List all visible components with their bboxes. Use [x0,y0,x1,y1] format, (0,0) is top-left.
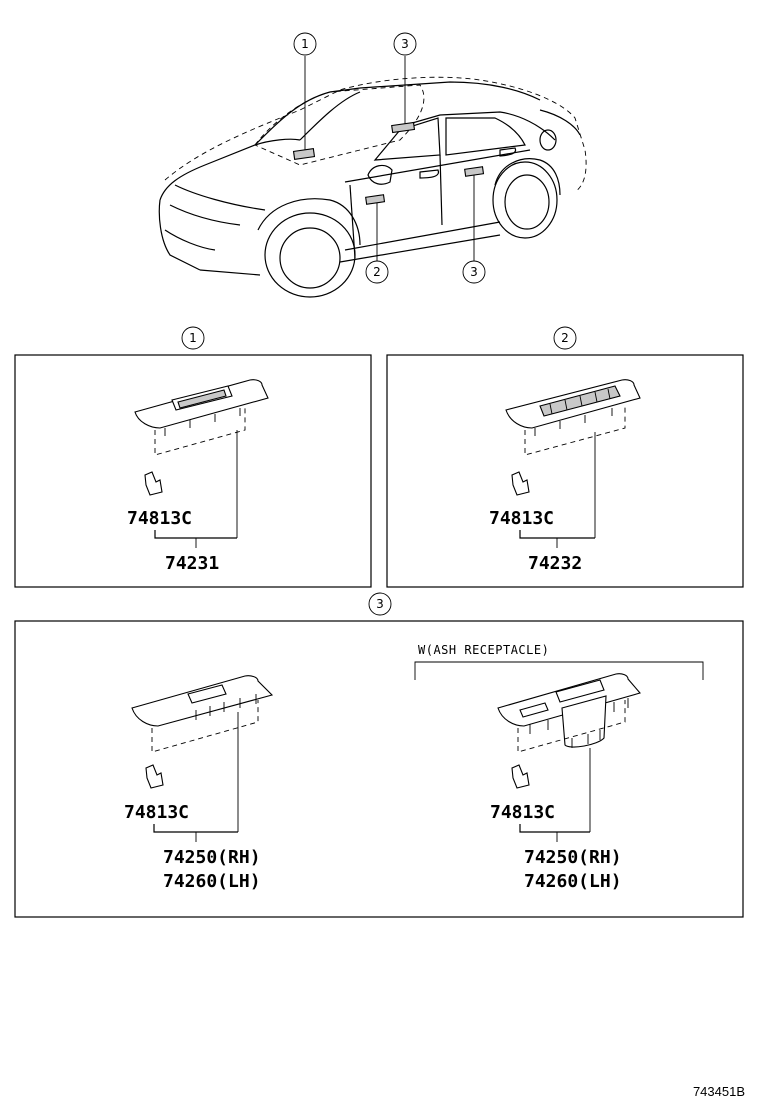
panel-2-clip-part-number: 74813C [489,508,554,529]
car-callout-3-bottom: 3 [462,260,486,284]
panel-1-clip [144,471,163,496]
panel-1-clip-part-number: 74813C [127,508,192,529]
car-callout-3-top: 3 [393,32,417,56]
panel-1-frame [14,354,372,588]
figure-number: 743451B [693,1084,745,1099]
panel-1-switch-part-number: 74231 [165,553,219,574]
panel-3-right-clip-part-number: 74813C [490,802,555,823]
svg-text:1: 1 [301,37,309,51]
car-illustration [158,56,587,298]
panel-2-switch [505,379,641,456]
svg-text:2: 2 [373,265,381,279]
panel-2-switch-part-number: 74232 [528,553,582,574]
panel-3-note: W(ASH RECEPTACLE) [418,643,549,657]
panel-2-frame [386,354,744,588]
panel-3-note-bracket [414,661,704,680]
panel-3-right-part-lh: 74260(LH) [524,871,622,892]
svg-text:3: 3 [401,37,409,51]
panel-3-right-part-rh: 74250(RH) [524,847,622,868]
panel-2-callout: 2 [553,326,577,350]
panel-3-left-switch [131,675,274,753]
panel-3-left-part-rh: 74250(RH) [163,847,261,868]
panel-3-left-part-lh: 74260(LH) [163,871,261,892]
panel-1-callout: 1 [181,326,205,350]
svg-text:3: 3 [470,265,478,279]
panel-3-frame [14,620,744,918]
panel-3-right-clip [511,764,530,789]
panel-1-switch [134,379,269,456]
svg-text:3: 3 [376,597,384,611]
panel-3-callout: 3 [368,592,392,616]
panel-2-clip [511,471,530,496]
svg-text:1: 1 [189,331,197,345]
svg-text:2: 2 [561,331,569,345]
panel-3-left-clip-part-number: 74813C [124,802,189,823]
car-callout-2: 2 [365,260,389,284]
panel-3-right-switch [497,673,641,753]
panel-3-left-clip [145,764,164,789]
car-callout-1: 1 [293,32,317,56]
